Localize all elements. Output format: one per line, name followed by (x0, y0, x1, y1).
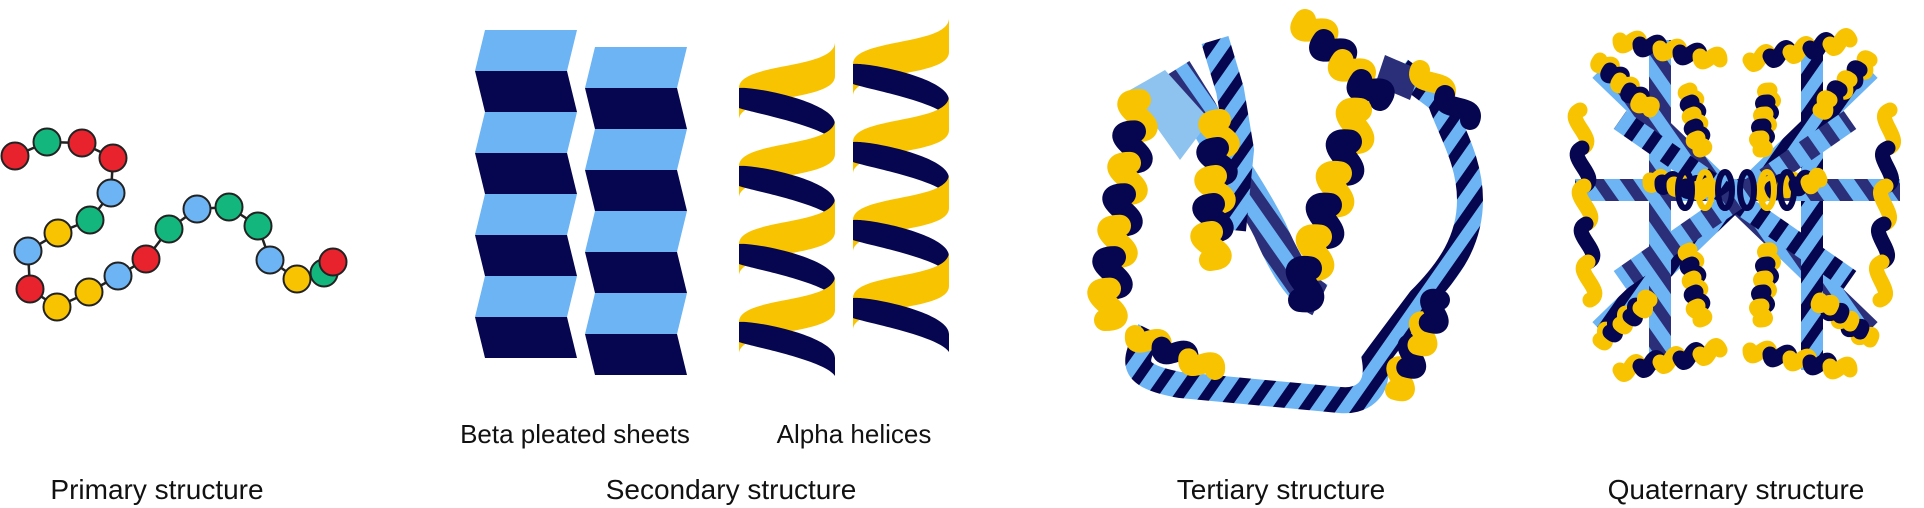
amino-acid-bead (255, 245, 285, 275)
quaternary-ribbon (1567, 28, 1901, 382)
label-quaternary-structure: Quaternary structure (1607, 474, 1865, 505)
helix-back-ribbon (739, 87, 835, 142)
amino-acid-bead (131, 244, 161, 274)
tertiary-diagonal-helix (1285, 255, 1325, 313)
beta-strand-segment (585, 170, 687, 211)
quaternary-helix-segment (1822, 28, 1858, 56)
amino-acid-bead (32, 127, 62, 157)
alpha-helices (739, 18, 949, 376)
label-alpha-helices: Alpha helices (776, 419, 932, 449)
tertiary-ribbon (1087, 9, 1484, 414)
tertiary-right-helix (1418, 288, 1450, 334)
quaternary-helix-segment (1812, 90, 1838, 120)
amino-acid-bead (243, 211, 273, 241)
helix-back-ribbon (739, 321, 835, 376)
quaternary-helix-segment (1692, 46, 1728, 70)
amino-acid-chain (0, 127, 348, 322)
beta-strand-segment (475, 317, 577, 358)
tertiary-bottom-helix (1178, 348, 1226, 380)
helix-back-ribbon (853, 141, 949, 196)
label-primary-structure: Primary structure (50, 474, 264, 505)
amino-acid-bead (182, 194, 212, 224)
amino-acid-bead (15, 274, 45, 304)
amino-acid-bead (282, 264, 312, 294)
amino-acid-bead (67, 128, 97, 158)
quaternary-helix-segment (1692, 338, 1728, 366)
amino-acid-bead (75, 205, 105, 235)
amino-acid-bead (13, 236, 43, 266)
amino-acid-bead (43, 218, 73, 248)
quaternary-helix-segment (1869, 254, 1893, 308)
amino-acid-bead (74, 277, 104, 307)
label-tertiary-structure: Tertiary structure (1176, 474, 1386, 505)
beta-strand-segment (585, 47, 687, 88)
beta-pleated-sheets (475, 30, 687, 375)
quaternary-helix-segment (1748, 298, 1774, 328)
tertiary-corner-helix (1434, 85, 1481, 130)
quaternary-helix-segment (1800, 167, 1828, 195)
quaternary-core-ring (1777, 169, 1797, 211)
quaternary-core-ring (1675, 169, 1695, 211)
quaternary-helix-segment (1632, 289, 1658, 319)
amino-acid-bead (103, 261, 133, 291)
beta-strand-segment (475, 194, 577, 235)
helix-back-ribbon (739, 165, 835, 220)
tertiary-sheet (1130, 70, 1210, 160)
beta-strand-segment (585, 252, 687, 293)
helix-back-ribbon (853, 63, 949, 118)
quaternary-helix-segment (1810, 292, 1840, 316)
beta-strand-segment (585, 211, 687, 252)
beta-strand-segment (475, 30, 577, 71)
tertiary-top-helix (1346, 69, 1395, 111)
amino-acid-bead (0, 141, 30, 171)
helix-back-ribbon (853, 297, 949, 352)
beta-strand-segment (585, 293, 687, 334)
beta-strand-segment (475, 71, 577, 112)
quaternary-helix-segment (1822, 356, 1858, 380)
label-secondary-structure: Secondary structure (605, 474, 857, 505)
quaternary-helix-segment (1575, 254, 1603, 308)
beta-strand-segment (585, 334, 687, 375)
quaternary-strand (1613, 110, 1857, 290)
amino-acid-bead (154, 214, 184, 244)
beta-strand-segment (585, 129, 687, 170)
beta-strand-segment (585, 88, 687, 129)
beta-strand-segment (475, 112, 577, 153)
quaternary-helix-segment (1685, 130, 1713, 158)
amino-acid-bead (98, 143, 128, 173)
tertiary-inner-strand-2 (1201, 35, 1255, 232)
amino-acid-bead (214, 192, 244, 222)
quaternary-helix-segment (1749, 130, 1773, 158)
helix-back-ribbon (853, 219, 949, 274)
quaternary-helix-segment (1685, 298, 1713, 328)
quaternary-core-ring (1695, 169, 1715, 211)
tertiary-left-helix (1087, 277, 1128, 331)
helix-back-ribbon (739, 243, 835, 298)
beta-strand-segment (475, 235, 577, 276)
amino-acid-bead (42, 292, 72, 322)
tertiary-loop-strand (1125, 59, 1484, 414)
label-beta-pleated-sheets: Beta pleated sheets (460, 419, 690, 449)
tertiary-center-helix (1190, 221, 1232, 271)
quaternary-core-ring (1757, 169, 1777, 211)
beta-strand-segment (475, 153, 577, 194)
quaternary-core-ring (1715, 169, 1735, 211)
quaternary-core-ring (1737, 169, 1757, 211)
beta-strand-segment (475, 276, 577, 317)
quaternary-helix-segment (1630, 92, 1660, 118)
amino-acid-bead (318, 247, 348, 277)
amino-acid-bead (96, 178, 126, 208)
